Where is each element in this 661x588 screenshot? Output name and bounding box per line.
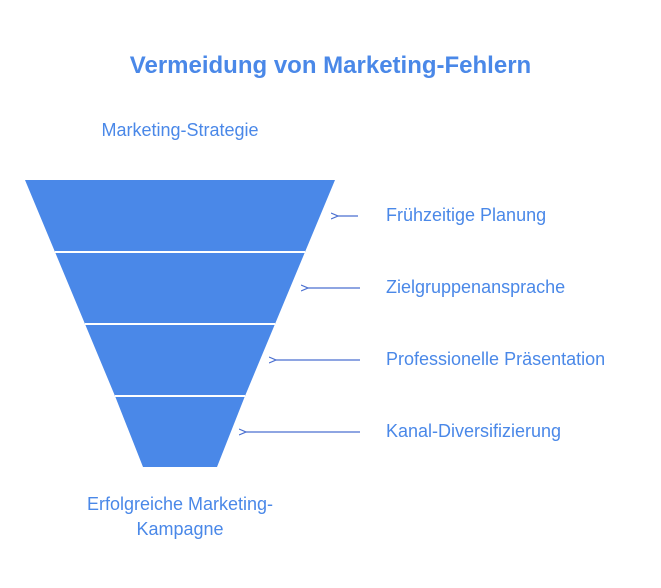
stage-label-target-audience: Zielgruppenansprache xyxy=(386,277,566,297)
funnel-bottom-label-line2: Kampagne xyxy=(136,519,224,539)
funnel-segment-4 xyxy=(115,396,245,467)
funnel-bottom-label: Erfolgreiche Marketing- Kampagne xyxy=(50,492,310,542)
funnel-segment-3 xyxy=(85,324,275,396)
stage-label-channels: Kanal-Diversifizierung xyxy=(386,421,562,441)
funnel-bottom-label-line1: Erfolgreiche Marketing- xyxy=(86,494,274,514)
stage-label-planning: Frühzeitige Planung xyxy=(386,205,547,225)
funnel-segment-1 xyxy=(25,180,335,252)
funnel-segment-2 xyxy=(55,252,305,324)
diagram-title: Vermeidung von Marketing-Fehlern xyxy=(129,52,532,79)
funnel-top-label: Marketing-Strategie xyxy=(101,120,259,140)
stage-label-presentation: Professionelle Präsentation xyxy=(386,349,606,369)
